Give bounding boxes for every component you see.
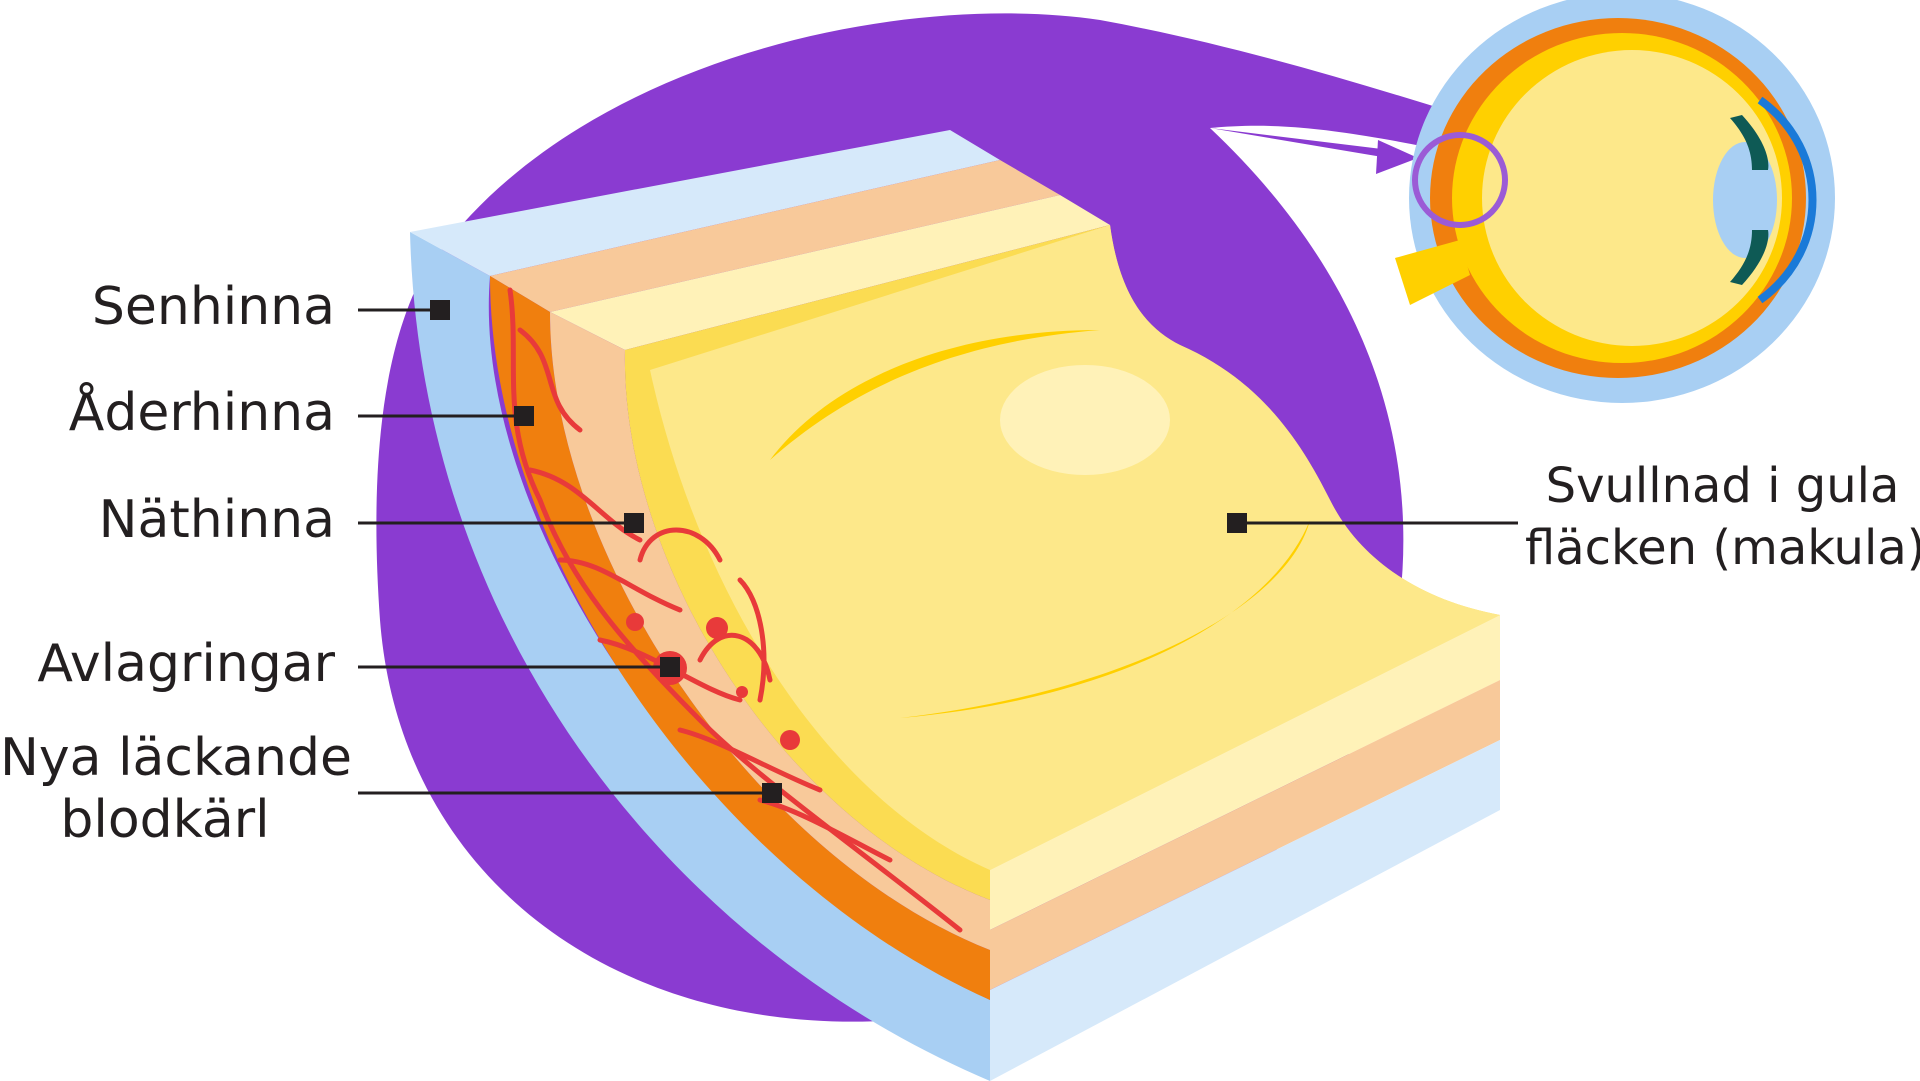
label-senhinna: Senhinna bbox=[91, 277, 335, 337]
marker-nathinna bbox=[624, 513, 644, 533]
label-svullnad-makula: Svullnad i gula fläcken (makula) bbox=[1525, 455, 1920, 579]
label-nya-lackande-line1: Nya läckande bbox=[0, 728, 352, 788]
block-top-cream bbox=[550, 195, 1110, 350]
label-aderhinna: Åderhinna bbox=[68, 383, 335, 443]
callout-lines bbox=[358, 308, 1518, 795]
magnifier-pointer bbox=[1210, 128, 1400, 170]
callout-markers bbox=[430, 300, 1247, 803]
block-top-peach bbox=[490, 160, 1060, 312]
sclera-front-face bbox=[990, 740, 1500, 1081]
marker-avlagringar bbox=[660, 657, 680, 677]
label-nathinna: Näthinna bbox=[98, 490, 335, 550]
label-nya-lackande-blodkarl: Nya läckande blodkärl bbox=[0, 727, 352, 851]
sclera-side-face bbox=[410, 232, 990, 1081]
marker-svullnad bbox=[1227, 513, 1247, 533]
swelling-arc-top bbox=[770, 330, 1100, 460]
swelling-highlight bbox=[1000, 365, 1170, 475]
peach-front-face bbox=[990, 680, 1500, 990]
marker-nya-blodkarl bbox=[762, 783, 782, 803]
label-svullnad-line2: fläcken (makula) bbox=[1525, 520, 1920, 576]
marker-aderhinna bbox=[514, 406, 534, 426]
label-avlagringar: Avlagringar bbox=[37, 634, 335, 694]
label-svullnad-line1: Svullnad i gula bbox=[1545, 458, 1900, 514]
block-top-strip bbox=[410, 130, 1000, 276]
retina-front-face bbox=[990, 615, 1500, 930]
label-nya-lackande-line2: blodkärl bbox=[60, 790, 270, 850]
pointer-arrowhead bbox=[1376, 140, 1418, 174]
peach-layer bbox=[550, 312, 990, 950]
marker-senhinna bbox=[430, 300, 450, 320]
eye-illustration bbox=[1395, 0, 1835, 403]
